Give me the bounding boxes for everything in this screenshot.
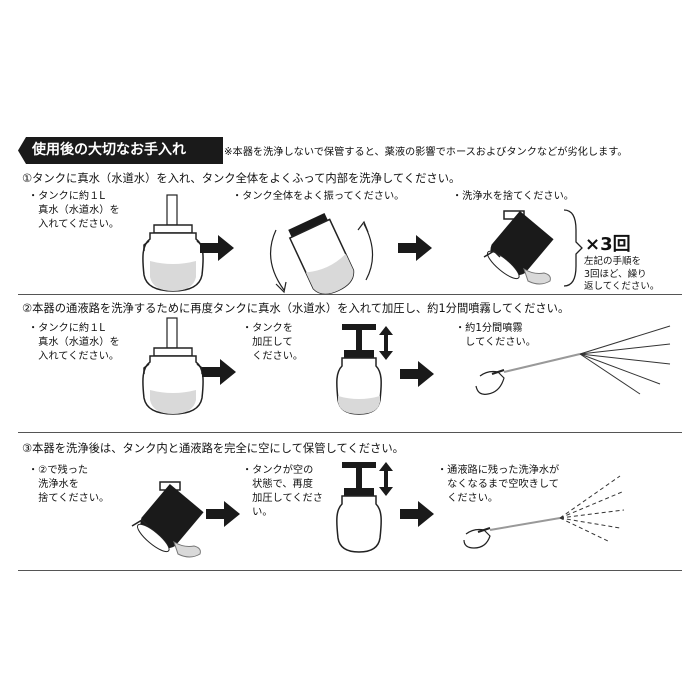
up-down-arrow-icon xyxy=(379,326,393,360)
arrow-right-icon xyxy=(206,501,240,527)
arrow-right-icon xyxy=(200,235,234,261)
step-1-caption-3: ・洗浄水を捨てください。 xyxy=(452,191,574,202)
arrow-right-icon xyxy=(400,361,434,387)
section-divider xyxy=(18,432,682,433)
tank-shaking-illustration xyxy=(270,213,374,295)
section-divider xyxy=(18,294,682,295)
arrow-right-icon xyxy=(398,235,432,261)
step-2-title: ②本器の通液路を洗浄するために再度タンクに真水（水道水）を入れて加圧し、約1分間… xyxy=(22,302,570,315)
up-down-arrow-icon xyxy=(379,462,393,496)
warning-note: ※本器を洗浄しないで保管すると、薬液の影響でホースおよびタンクなどが劣化します。 xyxy=(224,147,628,158)
tank-filling-illustration xyxy=(142,317,204,415)
step-1-caption-1: ・タンクに約１L 真水（水道水）を 入れてください。 xyxy=(28,191,120,230)
repeat-bracket xyxy=(563,209,583,287)
repeat-count: ×3回 xyxy=(585,234,631,255)
section-header: 使用後の大切なお手入れ xyxy=(18,137,223,164)
section-divider xyxy=(18,570,682,571)
arrow-right-icon xyxy=(400,501,434,527)
repeat-note: 左記の手順を 3回ほど、繰り 返してください。 xyxy=(584,256,660,292)
tank-filling-illustration xyxy=(142,194,204,292)
step-2-caption-2: ・タンクを 加圧して ください。 xyxy=(242,323,304,362)
step-3-title: ③本器を洗浄後は、タンク内と通液路を完全に空にして保管してください。 xyxy=(22,442,404,455)
tank-pressurize-illustration xyxy=(336,462,382,553)
step-2-caption-3: ・約1分間噴霧 してください。 xyxy=(455,323,536,348)
arrow-right-icon xyxy=(202,359,236,385)
blow-out-illustration xyxy=(463,475,625,549)
step-1-title: ①タンクに真水（水道水）を入れ、タンク全体をよくふって内部を洗浄してください。 xyxy=(22,172,461,185)
step-1-caption-2: ・タンク全体をよく振ってください。 xyxy=(232,191,405,202)
tank-emptying-illustration xyxy=(483,210,554,285)
spraying-illustration xyxy=(475,325,671,395)
tank-pressurize-illustration xyxy=(336,324,382,415)
tank-emptying-illustration xyxy=(131,481,204,558)
step-3-caption-1: ・②で残った 洗浄水を 捨てください。 xyxy=(28,465,110,504)
step-3-caption-3: ・通液路に残った洗浄水が なくなるまで空吹きして ください。 xyxy=(437,465,560,504)
step-2-caption-1: ・タンクに約１L 真水（水道水）を 入れてください。 xyxy=(28,323,120,362)
step-3-caption-2: ・タンクが空の 状態で、再度 加圧してくださ い。 xyxy=(242,465,323,518)
